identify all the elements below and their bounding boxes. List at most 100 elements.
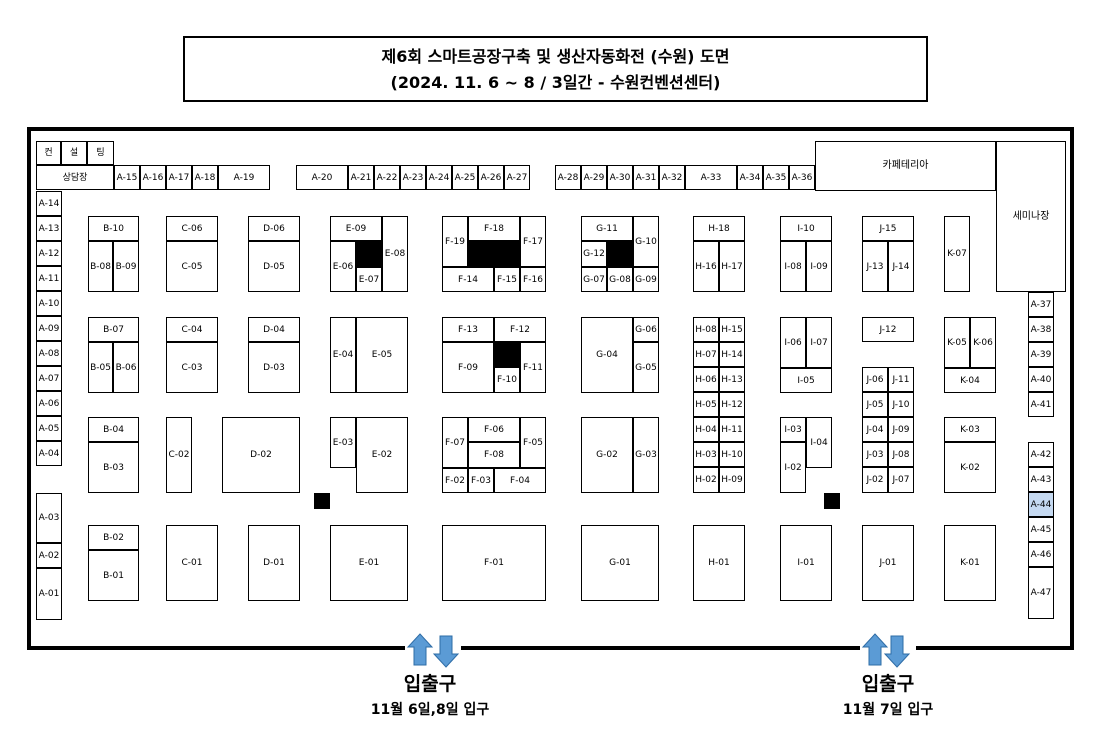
booth-a-40: A-40	[1028, 367, 1054, 392]
booth-f-18: F-18	[468, 216, 520, 241]
booth-e-09: E-09	[330, 216, 382, 241]
booth-g-11: G-11	[581, 216, 633, 241]
booth-j-07: J-07	[888, 467, 914, 493]
booth-a-01: A-01	[36, 568, 62, 620]
booth-j-13: J-13	[862, 241, 888, 292]
booth-a-42: A-42	[1028, 442, 1054, 467]
booth-a-30: A-30	[607, 165, 633, 190]
booth-a-05: A-05	[36, 416, 62, 441]
booth-a-16: A-16	[140, 165, 166, 190]
booth-a-39: A-39	[1028, 342, 1054, 367]
booth-h-11: H-11	[719, 417, 745, 442]
booth-a-17: A-17	[166, 165, 192, 190]
booth-c-01: C-01	[166, 525, 218, 601]
pillar-block	[314, 493, 330, 509]
entrance-right-note: 11월 7일 입구	[842, 702, 934, 718]
booth-상담장: 상담장	[36, 165, 114, 190]
booth-i-01: I-01	[780, 525, 832, 601]
booth-컨: 컨	[36, 141, 61, 165]
booth-f-06: F-06	[468, 417, 520, 442]
booth-d-02: D-02	[222, 417, 300, 493]
title-line-2: (2024. 11. 6 ~ 8 / 3일간 - 수원컨벤션센터)	[390, 73, 721, 92]
booth-i-07: I-07	[806, 317, 832, 368]
booth-f-02: F-02	[442, 468, 468, 493]
booth-c-02: C-02	[166, 417, 192, 493]
booth-e-02: E-02	[356, 417, 408, 493]
booth-b-04: B-04	[88, 417, 139, 442]
booth-팅: 팅	[87, 141, 114, 165]
booth-i-06: I-06	[780, 317, 806, 368]
entrance-right: 입출구 11월 7일 입구	[788, 672, 988, 720]
booth-f-05: F-05	[520, 417, 546, 468]
entrance-left: 입출구 11월 6일,8일 입구	[330, 672, 530, 720]
booth-f-12: F-12	[494, 317, 546, 342]
booth-j-12: J-12	[862, 317, 914, 342]
booth-a-08: A-08	[36, 341, 62, 366]
booth-a-41: A-41	[1028, 392, 1054, 417]
booth-i-02: I-02	[780, 442, 806, 493]
booth-f-08: F-08	[468, 442, 520, 468]
booth-g-04: G-04	[581, 317, 633, 393]
booth-j-02: J-02	[862, 467, 888, 493]
booth-i-10: I-10	[780, 216, 832, 241]
booth-a-26: A-26	[478, 165, 504, 190]
booth-j-10: J-10	[888, 392, 914, 417]
booth-i-03: I-03	[780, 417, 806, 442]
booth-c-05: C-05	[166, 241, 218, 292]
booth-c-06: C-06	[166, 216, 218, 241]
booth-h-03: H-03	[693, 442, 719, 467]
exhibition-hall-outline	[27, 127, 1074, 650]
booth-i-08: I-08	[780, 241, 806, 292]
booth-j-03: J-03	[862, 442, 888, 467]
booth-f-07: F-07	[442, 417, 468, 468]
booth-a-43: A-43	[1028, 467, 1054, 492]
booth-a-10: A-10	[36, 291, 62, 316]
booth-e-01: E-01	[330, 525, 408, 601]
booth-b-09: B-09	[113, 241, 139, 292]
booth-a-35: A-35	[763, 165, 789, 190]
booth-g-06: G-06	[633, 317, 659, 342]
booth-a-04: A-04	[36, 441, 62, 466]
booth-j-04: J-04	[862, 417, 888, 442]
booth-b-01: B-01	[88, 550, 139, 601]
booth-k-07: K-07	[944, 216, 970, 292]
booth-d-01: D-01	[248, 525, 300, 601]
entrance-arrows-right	[861, 633, 911, 668]
booth-f-01: F-01	[442, 525, 546, 601]
booth-b-03: B-03	[88, 442, 139, 493]
entrance-gap	[405, 646, 461, 654]
booth-a-38: A-38	[1028, 317, 1054, 342]
booth-h-13: H-13	[719, 367, 745, 392]
booth-k-06: K-06	[970, 317, 996, 368]
booth-a-21: A-21	[348, 165, 374, 190]
entrance-gap	[860, 646, 916, 654]
booth-a-09: A-09	[36, 316, 62, 341]
booth-a-32: A-32	[659, 165, 685, 190]
booth-f-15: F-15	[494, 267, 520, 292]
booth-c-04: C-04	[166, 317, 218, 342]
title-line-1: 제6회 스마트공장구축 및 생산자동화전 (수원) 도면	[381, 47, 730, 66]
pillar-block	[607, 241, 633, 267]
arrow-down-icon	[432, 635, 460, 668]
page-title: 제6회 스마트공장구축 및 생산자동화전 (수원) 도면 (2024. 11. …	[183, 36, 928, 102]
arrow-up-icon	[406, 633, 434, 666]
booth-a-14: A-14	[36, 191, 62, 216]
booth-f-09: F-09	[442, 342, 494, 393]
booth-a-11: A-11	[36, 266, 62, 291]
booth-d-05: D-05	[248, 241, 300, 292]
booth-a-19: A-19	[218, 165, 270, 190]
booth-j-14: J-14	[888, 241, 914, 292]
booth-a-28: A-28	[555, 165, 581, 190]
booth-i-09: I-09	[806, 241, 832, 292]
booth-d-03: D-03	[248, 342, 300, 393]
booth-a-15: A-15	[114, 165, 140, 190]
booth-a-31: A-31	[633, 165, 659, 190]
booth-h-12: H-12	[719, 392, 745, 417]
booth-h-09: H-09	[719, 467, 745, 493]
booth-g-09: G-09	[633, 267, 659, 292]
booth-b-07: B-07	[88, 317, 139, 342]
booth-a-27: A-27	[504, 165, 530, 190]
booth-a-18: A-18	[192, 165, 218, 190]
booth-a-13: A-13	[36, 216, 62, 241]
